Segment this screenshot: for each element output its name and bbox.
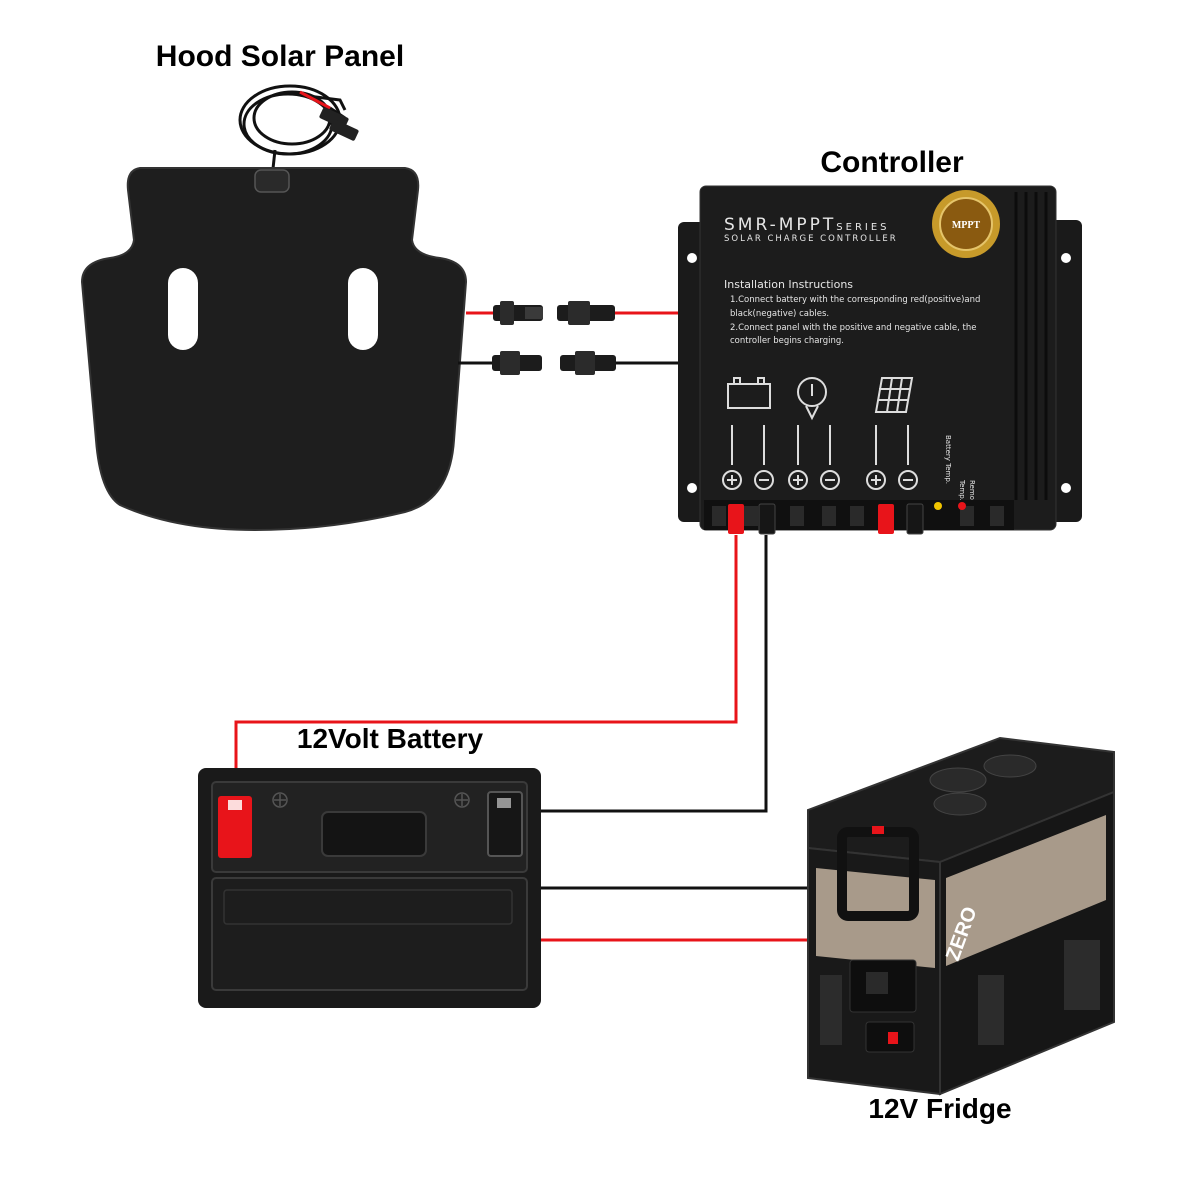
led-yellow xyxy=(934,502,942,510)
terminal-screws xyxy=(712,506,1004,526)
panel-junction-box xyxy=(254,169,290,193)
battery-negative-terminal xyxy=(487,791,523,857)
panel-slot-left xyxy=(168,268,198,350)
fridge-label: 12V Fridge xyxy=(868,1093,1011,1124)
panel-negative-plug xyxy=(906,503,924,535)
battery-positive-plug xyxy=(728,504,744,534)
instructions-title: Installation Instructions xyxy=(724,278,853,291)
mc4-positive-female xyxy=(557,301,615,325)
controller-subtitle: SOLAR CHARGE CONTROLLER xyxy=(724,234,898,244)
panel-cable-coil xyxy=(238,84,347,179)
mc4-positive-male xyxy=(493,301,543,325)
instruction-step1-line2: black(negative) cables. xyxy=(730,309,829,319)
battery-positive-wire xyxy=(234,535,738,810)
mc4-negative-female xyxy=(560,351,616,375)
panel-slot-right xyxy=(348,268,378,350)
mppt-badge-text: MPPT xyxy=(952,220,981,231)
fridge-negative-wire xyxy=(506,850,810,890)
charge-controller: SMR-MPPTSERIES SOLAR CHARGE CONTROLLER M… xyxy=(678,185,1082,535)
battery-positive-terminal xyxy=(218,796,252,858)
fridge-side-band xyxy=(946,815,1106,966)
controller-flange-right xyxy=(1050,220,1082,522)
hood-solar-panel xyxy=(80,84,468,532)
battery-label: 12Volt Battery xyxy=(297,723,484,754)
battery-negative-wire xyxy=(520,535,768,813)
battery-front-panel xyxy=(211,877,528,991)
controller-heatsink xyxy=(1014,192,1048,500)
solar-panel-icon xyxy=(874,377,914,413)
battery-label-plate xyxy=(321,811,427,857)
load-bulb-icon xyxy=(797,377,827,421)
battery-negative-plug xyxy=(758,503,776,535)
controller-title: SMR-MPPTSERIES xyxy=(724,215,890,235)
battery-icon xyxy=(727,377,771,409)
led-red xyxy=(958,502,966,510)
instruction-step2-line1: 2.Connect panel with the positive and ne… xyxy=(730,323,976,333)
mc4-connectors xyxy=(492,301,616,375)
instruction-step1-line1: 1.Connect battery with the corresponding… xyxy=(730,295,980,305)
svg-text:Battery Temp.: Battery Temp. xyxy=(944,435,952,484)
panel-mc4-leads xyxy=(299,90,359,141)
terminal-symbols xyxy=(722,470,918,490)
battery xyxy=(198,768,541,1008)
mppt-badge: MPPT xyxy=(932,190,1000,258)
fridge-vents xyxy=(820,940,1100,1045)
instruction-step2-line2: controller begins charging. xyxy=(730,336,844,346)
mc4-negative-male xyxy=(492,351,542,375)
panel-body xyxy=(80,167,468,532)
panel-label: Hood Solar Panel xyxy=(156,40,404,73)
controller-label: Controller xyxy=(820,146,964,179)
battery-cap-icons xyxy=(272,792,470,808)
terminal-guides xyxy=(731,425,909,465)
panel-positive-plug xyxy=(878,504,894,534)
svg-text:Remote: Remote xyxy=(968,480,976,507)
fridge: ZERO xyxy=(807,736,1115,1096)
